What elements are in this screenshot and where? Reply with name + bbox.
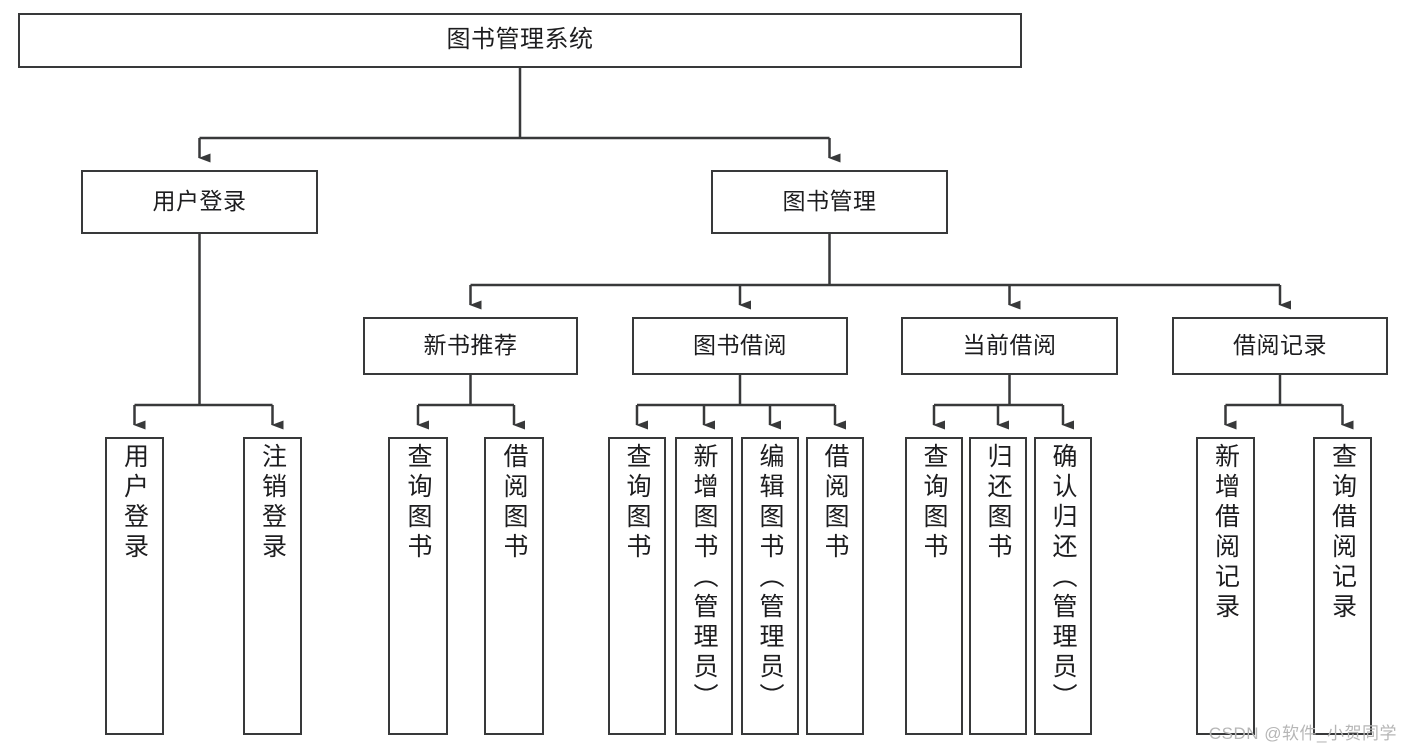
node-label: 新增借阅记录 (1211, 443, 1240, 623)
node-borrow[interactable]: 图书借阅 (632, 317, 848, 375)
node-records[interactable]: 借阅记录 (1172, 317, 1388, 375)
node-label: 图书借阅 (693, 332, 787, 359)
node-label: 借阅记录 (1233, 332, 1327, 359)
node-leaf9[interactable]: 查询图书 (905, 437, 963, 735)
node-leaf11[interactable]: 确认归还（管理员） (1034, 437, 1092, 735)
node-login[interactable]: 用户登录 (81, 170, 318, 234)
node-bookmgmt[interactable]: 图书管理 (711, 170, 948, 234)
node-label: 新书推荐 (423, 332, 518, 359)
node-leaf13[interactable]: 查询借阅记录 (1313, 437, 1372, 735)
node-leaf7[interactable]: 编辑图书（管理员） (741, 437, 799, 735)
node-leaf2[interactable]: 注销登录 (243, 437, 302, 735)
node-label: 确认归还（管理员） (1049, 443, 1077, 713)
node-newbook[interactable]: 新书推荐 (363, 317, 578, 375)
node-leaf5[interactable]: 查询图书 (608, 437, 666, 735)
node-leaf10[interactable]: 归还图书 (969, 437, 1027, 735)
node-label: 用户登录 (152, 188, 247, 215)
node-label: 注销登录 (258, 443, 287, 563)
node-label: 借阅图书 (821, 443, 849, 563)
node-label: 编辑图书（管理员） (756, 443, 784, 713)
node-label: 当前借阅 (962, 332, 1057, 359)
node-label: 查询图书 (404, 443, 432, 563)
node-leaf12[interactable]: 新增借阅记录 (1196, 437, 1255, 735)
node-label: 新增图书（管理员） (690, 443, 718, 713)
node-root[interactable]: 图书管理系统 (18, 13, 1022, 68)
node-leaf4[interactable]: 借阅图书 (484, 437, 544, 735)
node-leaf8[interactable]: 借阅图书 (806, 437, 864, 735)
node-label: 查询图书 (920, 443, 948, 563)
node-leaf3[interactable]: 查询图书 (388, 437, 448, 735)
node-label: 归还图书 (984, 443, 1012, 563)
node-leaf1[interactable]: 用户登录 (105, 437, 164, 735)
node-label: 查询图书 (623, 443, 651, 563)
node-label: 图书管理 (782, 188, 877, 215)
node-label: 图书管理系统 (446, 26, 594, 54)
node-label: 借阅图书 (500, 443, 528, 563)
node-label: 用户登录 (120, 443, 149, 563)
node-leaf6[interactable]: 新增图书（管理员） (675, 437, 733, 735)
node-current[interactable]: 当前借阅 (901, 317, 1118, 375)
node-label: 查询借阅记录 (1328, 443, 1357, 623)
